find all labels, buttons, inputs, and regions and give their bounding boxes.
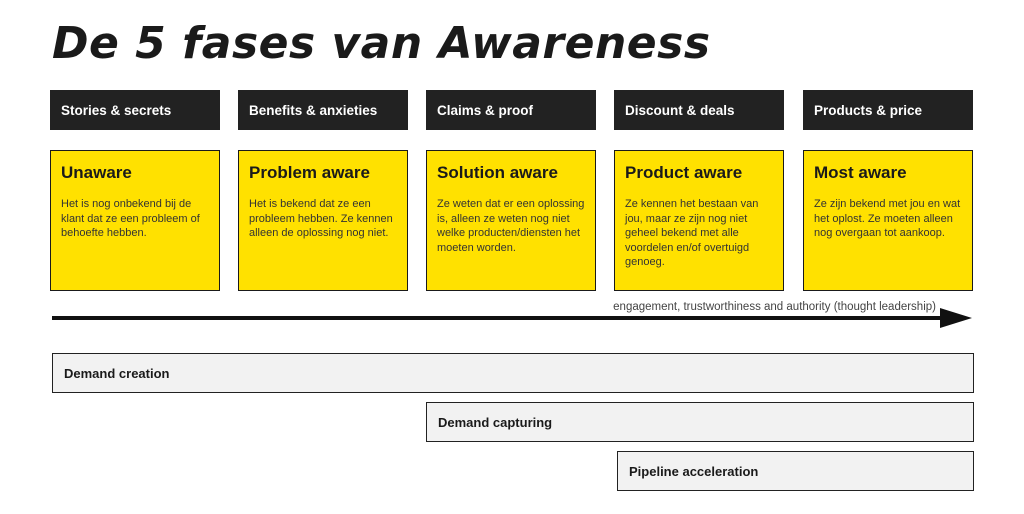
- stage-card-problem-aware: Problem aware Het is bekend dat ze een p…: [238, 150, 408, 291]
- phase-bar-demand-capturing: Demand capturing: [426, 402, 974, 442]
- header-stories-secrets: Stories & secrets: [50, 90, 220, 130]
- phase-bar-pipeline-acceleration: Pipeline acceleration: [617, 451, 974, 491]
- page-title: De 5 fases van Awareness: [52, 18, 711, 69]
- header-benefits-anxieties: Benefits & anxieties: [238, 90, 408, 130]
- stage-card-most-aware: Most aware Ze zijn bekend met jou en wat…: [803, 150, 973, 291]
- stage-title: Most aware: [814, 163, 907, 182]
- progress-arrow-icon: [52, 308, 972, 328]
- stage-description: Ze zijn bekend met jou en wat het oplost…: [814, 198, 961, 239]
- stage-card-product-aware: Product aware Ze kennen het bestaan van …: [614, 150, 784, 291]
- stage-title: Solution aware: [437, 163, 558, 182]
- header-claims-proof: Claims & proof: [426, 90, 596, 130]
- stage-title: Problem aware: [249, 163, 370, 182]
- stage-description: Ze weten dat er een oplossing is, alleen…: [437, 198, 585, 254]
- stage-title: Product aware: [625, 163, 743, 182]
- header-discount-deals: Discount & deals: [614, 90, 784, 130]
- stage-description: Ze kennen het bestaan van jou, maar ze z…: [625, 198, 759, 268]
- stage-title: Unaware: [61, 163, 132, 182]
- stage-card-unaware: Unaware Het is nog onbekend bij de klant…: [50, 150, 220, 291]
- stage-description: Het is bekend dat ze een probleem hebben…: [249, 198, 393, 239]
- stage-description: Het is nog onbekend bij de klant dat ze …: [61, 198, 200, 239]
- phase-bar-demand-creation: Demand creation: [52, 353, 974, 393]
- arrow-label: engagement, trustworthiness and authorit…: [613, 301, 936, 313]
- stage-card-solution-aware: Solution aware Ze weten dat er een oplos…: [426, 150, 596, 291]
- arrowhead-icon: [940, 308, 972, 328]
- header-products-price: Products & price: [803, 90, 973, 130]
